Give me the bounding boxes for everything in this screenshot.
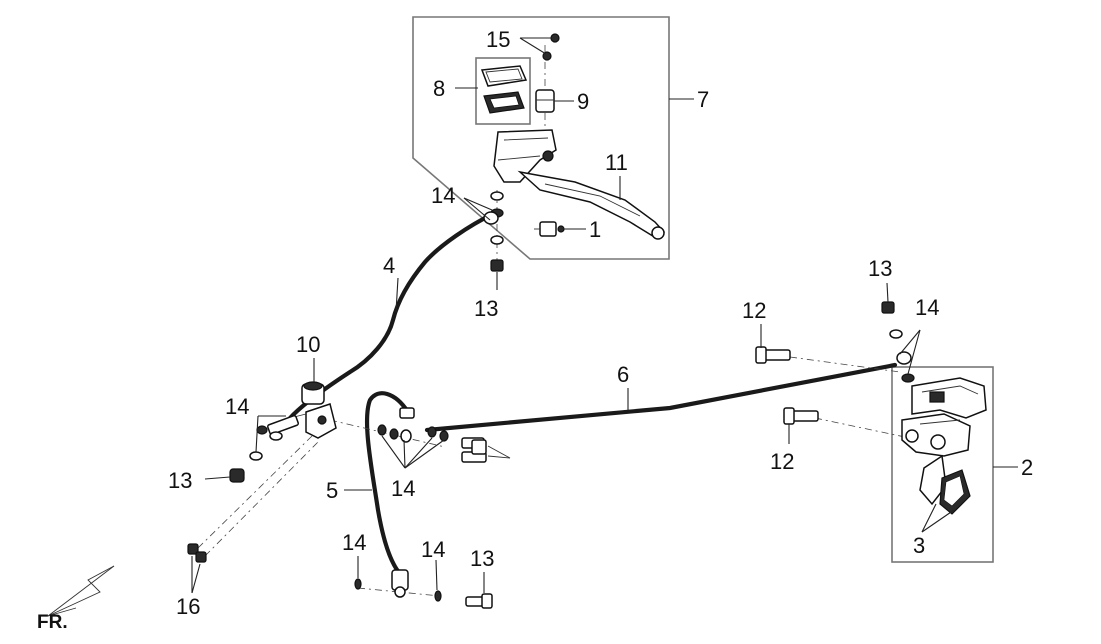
caliper-group-frame	[891, 366, 994, 563]
front-direction-arrow-icon	[47, 565, 115, 617]
callout-6: 6	[617, 362, 629, 387]
banjo-bolts-center	[461, 437, 511, 463]
callout-13-top: 13	[474, 296, 498, 321]
bleeder-screws-16	[187, 543, 207, 563]
bolt-13-left	[229, 468, 245, 483]
callout-14-right: 14	[915, 295, 939, 320]
bolt-13-top	[490, 259, 504, 272]
bolt-13-bottom	[465, 593, 493, 609]
leader-lines	[191, 37, 1018, 594]
junction-10	[289, 381, 337, 439]
callout-14-center: 14	[391, 476, 415, 501]
callout-14-bottom-left: 14	[342, 530, 366, 555]
callout-9: 9	[577, 89, 589, 114]
switch-1	[534, 221, 565, 237]
callout-13-left: 13	[168, 468, 192, 493]
callout-13-right: 13	[868, 256, 892, 281]
banjo-bolt-left	[249, 414, 299, 461]
washers-14-center	[377, 407, 449, 443]
brake-pads-3	[919, 454, 971, 515]
bolt-12-upper	[755, 346, 791, 364]
callout-14-left: 14	[225, 394, 249, 419]
brake-hose-6	[424, 362, 898, 433]
front-direction-label: FR.	[37, 612, 68, 633]
reservoir-cap-frame	[475, 57, 531, 125]
callout-10: 10	[296, 332, 320, 357]
master-cylinder-body	[493, 129, 557, 183]
callout-15: 15	[486, 27, 510, 52]
bolt-12-lower	[783, 407, 819, 425]
assembly-axis-lines	[197, 45, 906, 597]
callout-2: 2	[1021, 455, 1033, 480]
callout-14-top: 14	[431, 183, 455, 208]
brake-lever-11	[517, 170, 666, 240]
callout-1: 1	[589, 217, 601, 242]
bottom-fittings	[354, 569, 442, 602]
brake-hose-5	[364, 391, 411, 579]
washers-14-top	[483, 191, 504, 245]
brake-caliper-2	[901, 377, 987, 457]
master-cylinder-group-frame	[412, 16, 670, 260]
washers-14-right	[881, 301, 915, 383]
callout-13-bottom: 13	[470, 546, 494, 571]
callout-12-lower: 12	[770, 449, 794, 474]
callout-12-upper: 12	[742, 298, 766, 323]
reservoir-cap-parts	[480, 65, 528, 114]
brake-hose-4	[287, 211, 496, 421]
callout-7: 7	[697, 87, 709, 112]
callout-4: 4	[383, 253, 395, 278]
lever-clamp-9	[535, 89, 555, 113]
callout-8: 8	[433, 76, 445, 101]
callout-14-bottom-right: 14	[421, 537, 445, 562]
callout-16: 16	[176, 594, 200, 619]
callout-11: 11	[605, 150, 628, 175]
callout-labels: 15 8 9 7 11 1 14 13 4 10 14 13 5 14 6 12…	[168, 27, 1033, 619]
callout-3: 3	[913, 533, 925, 558]
callout-5: 5	[326, 478, 338, 503]
